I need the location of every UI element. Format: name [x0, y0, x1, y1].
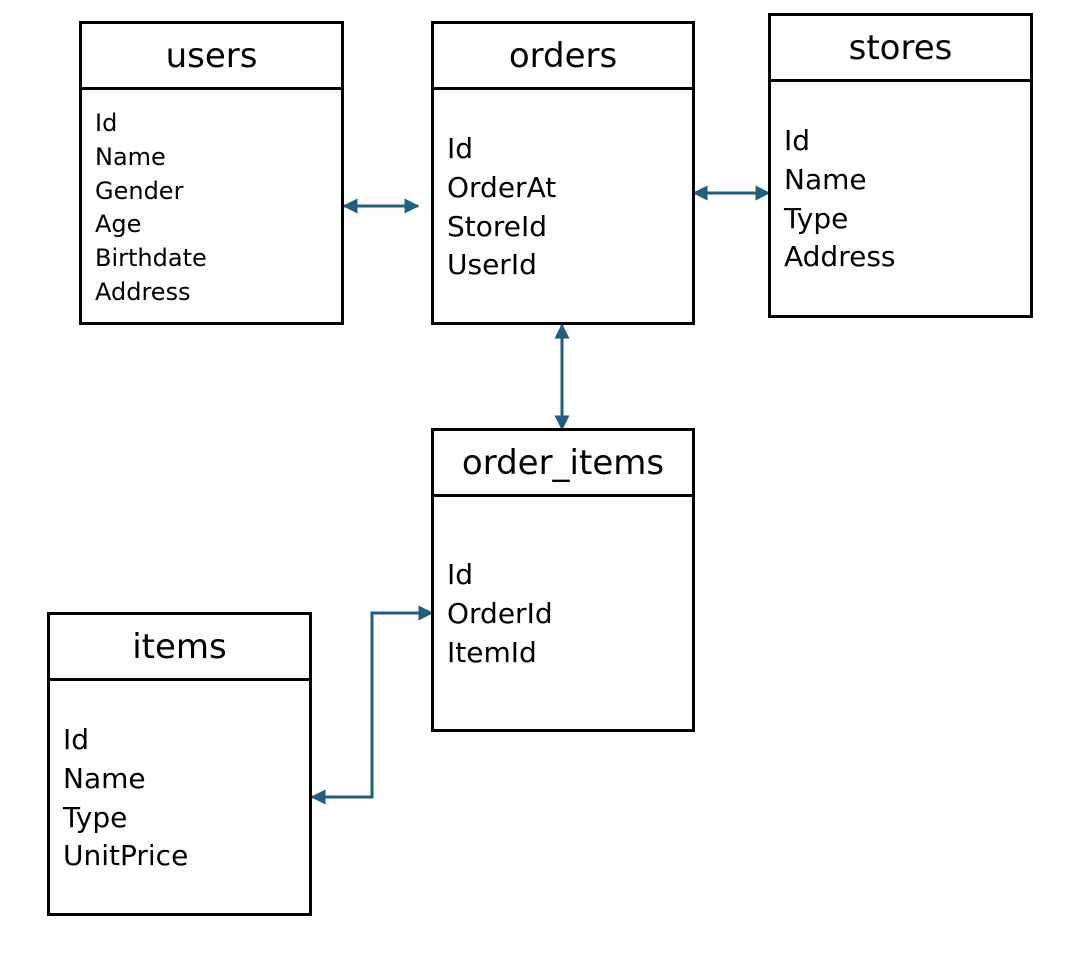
field-user-id: UserId: [447, 248, 537, 282]
field-name: Name: [63, 761, 146, 795]
connector-order-items-items: [310, 605, 434, 805]
entity-orders[interactable]: orders Id OrderAt StoreId UserId: [431, 21, 695, 325]
entity-title: users: [82, 24, 341, 90]
field-age: Age: [95, 210, 142, 239]
field-type: Type: [784, 201, 849, 235]
entity-title: orders: [434, 24, 692, 90]
entity-title: order_items: [434, 431, 692, 497]
field-list: Id Name Gender Age Birthdate Address: [82, 90, 341, 310]
entity-order-items[interactable]: order_items Id OrderId ItemId: [431, 428, 695, 732]
field-item-id: ItemId: [447, 635, 537, 669]
field-list: Id OrderAt StoreId UserId: [434, 90, 692, 285]
field-birthdate: Birthdate: [95, 244, 207, 273]
field-address: Address: [95, 277, 191, 306]
entity-title: items: [50, 615, 309, 681]
field-id: Id: [63, 723, 90, 756]
entity-items[interactable]: items Id Name Type UnitPrice: [47, 612, 312, 916]
field-list: Id Name Type UnitPrice: [50, 681, 309, 876]
field-name: Name: [95, 142, 166, 171]
field-order-id: OrderId: [447, 596, 553, 630]
field-list: Id OrderId ItemId: [434, 497, 692, 672]
field-id: Id: [447, 558, 474, 591]
field-gender: Gender: [95, 176, 184, 205]
entity-stores[interactable]: stores Id Name Type Address: [768, 13, 1033, 318]
field-name: Name: [784, 162, 867, 196]
field-list: Id Name Type Address: [771, 82, 1030, 277]
field-type: Type: [63, 800, 128, 834]
field-id: Id: [447, 132, 474, 165]
field-store-id: StoreId: [447, 209, 548, 243]
field-id: Id: [95, 109, 118, 137]
entity-users[interactable]: users Id Name Gender Age Birthdate Addre…: [79, 21, 344, 325]
field-order-at: OrderAt: [447, 170, 557, 204]
field-unit-price: UnitPrice: [63, 839, 189, 873]
field-address: Address: [784, 240, 896, 274]
entity-title: stores: [771, 16, 1030, 82]
field-id: Id: [784, 124, 811, 157]
